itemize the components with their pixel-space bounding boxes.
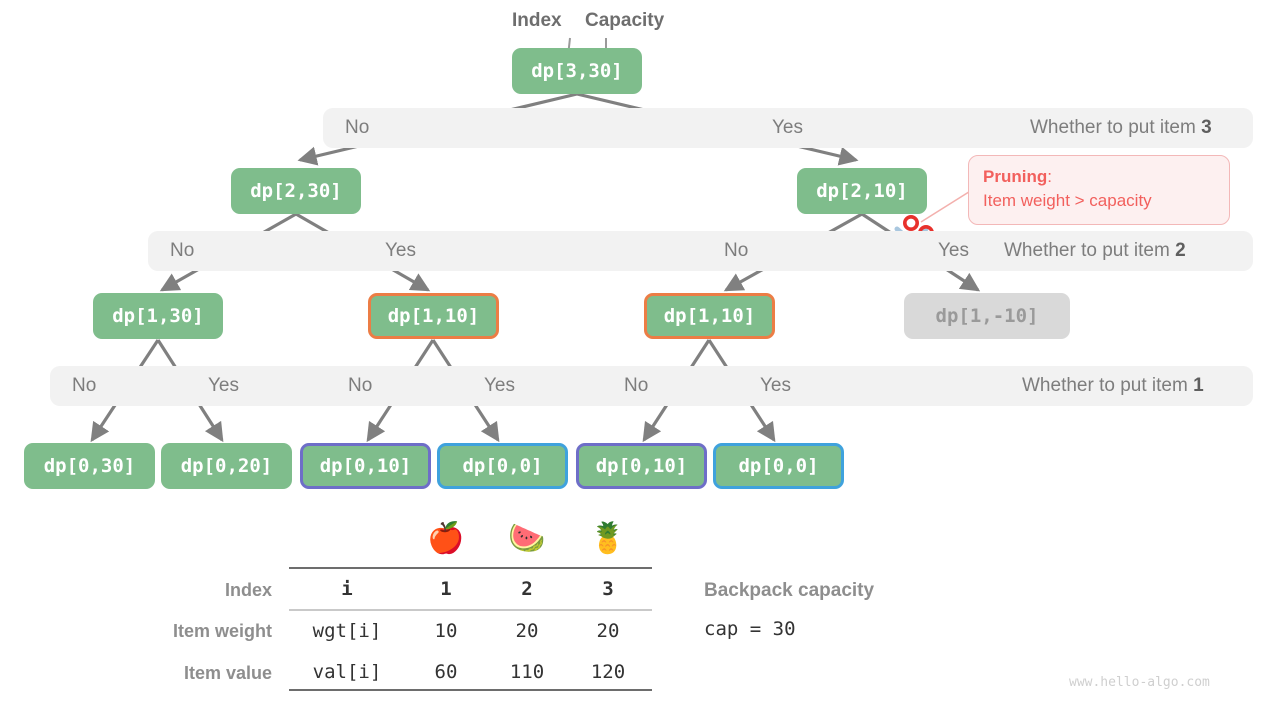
- level-title-prefix-2: Whether to put item: [1004, 240, 1176, 261]
- table-weight-2: 20: [515, 620, 539, 642]
- node-dp-0-30[interactable]: dp[0,30]: [24, 443, 155, 489]
- table-value-3: 120: [590, 661, 626, 683]
- table-col-2: 2: [521, 578, 533, 600]
- level-title-item3: Whether to put item 3: [1030, 108, 1212, 148]
- node-dp-0-10-a[interactable]: dp[0,10]: [300, 443, 431, 489]
- pruning-heading: Pruning:: [983, 165, 1215, 189]
- node-dp-1-30[interactable]: dp[1,30]: [93, 293, 223, 339]
- table-key-i: i: [341, 578, 353, 600]
- pruning-text: Item weight > capacity: [983, 191, 1152, 210]
- node-dp-2-30[interactable]: dp[2,30]: [231, 168, 361, 214]
- table-rule-top: [289, 567, 652, 569]
- branch-label-l2a-yes: Yes: [385, 240, 416, 261]
- table-rule-middle: [289, 609, 652, 611]
- node-dp-0-0-b[interactable]: dp[0,0]: [713, 443, 844, 489]
- table-rule-bottom: [289, 689, 652, 691]
- level-bar-item2: [148, 231, 1253, 271]
- branch-label-l1c-yes: Yes: [760, 375, 791, 396]
- node-dp-0-20[interactable]: dp[0,20]: [161, 443, 292, 489]
- table-value-1: 60: [434, 661, 458, 683]
- level-title-prefix-3: Whether to put item: [1030, 117, 1202, 138]
- pruning-heading-text: Pruning: [983, 167, 1048, 186]
- capacity-annotation: Capacity: [585, 10, 665, 31]
- watermelon-icon: 🍉: [508, 522, 546, 555]
- branch-label-l1a-yes: Yes: [208, 375, 239, 396]
- level-title-num-2: 2: [1175, 240, 1186, 261]
- branch-label-l2b-no: No: [724, 240, 749, 261]
- node-dp-0-0-a[interactable]: dp[0,0]: [437, 443, 568, 489]
- table-weight-3: 20: [596, 620, 620, 642]
- level-title-item1: Whether to put item 1: [1022, 366, 1204, 406]
- branch-label-l3-no: No: [345, 117, 370, 138]
- branch-label-l1a-no: No: [72, 375, 97, 396]
- apple-icon: 🍎: [427, 522, 465, 555]
- backpack-capacity-title: Backpack capacity: [704, 580, 875, 601]
- level-title-prefix-1: Whether to put item: [1022, 375, 1194, 396]
- node-dp-0-10-b[interactable]: dp[0,10]: [576, 443, 707, 489]
- table-col-1: 1: [440, 578, 452, 600]
- table-value-2: 110: [509, 661, 545, 683]
- table-col-3: 3: [602, 578, 614, 600]
- table-key-wgt: wgt[i]: [312, 620, 382, 642]
- pruning-callout: Pruning: Item weight > capacity: [968, 155, 1230, 225]
- table-weight-1: 10: [434, 620, 458, 642]
- watermark: www.hello-algo.com: [1069, 675, 1210, 690]
- row-header-item-value: Item value: [183, 663, 272, 683]
- level-title-item2: Whether to put item 2: [1004, 231, 1186, 271]
- node-dp-1-neg10: dp[1,-10]: [904, 293, 1070, 339]
- table-key-val: val[i]: [312, 661, 382, 683]
- level-title-num-3: 3: [1201, 117, 1212, 138]
- row-header-index: Index: [224, 580, 272, 600]
- pruning-heading-colon: :: [1047, 167, 1052, 186]
- branch-label-l1b-no: No: [348, 375, 373, 396]
- level-title-num-1: 1: [1193, 375, 1204, 396]
- backpack-capacity-value: cap = 30: [704, 618, 796, 640]
- branch-label-l1c-no: No: [624, 375, 649, 396]
- branch-label-l1b-yes: Yes: [484, 375, 515, 396]
- index-annotation: Index: [512, 10, 562, 31]
- branch-label-l2b-yes: Yes: [938, 240, 969, 261]
- node-dp-1-10-b[interactable]: dp[1,10]: [644, 293, 775, 339]
- branch-label-l2a-no: No: [170, 240, 195, 261]
- node-dp-3-30[interactable]: dp[3,30]: [512, 48, 642, 94]
- pineapple-icon: 🍍: [589, 522, 627, 555]
- branch-label-l3-yes: Yes: [772, 117, 803, 138]
- node-dp-1-10-a[interactable]: dp[1,10]: [368, 293, 499, 339]
- level-bar-item1: [50, 366, 1253, 406]
- node-dp-2-10[interactable]: dp[2,10]: [797, 168, 927, 214]
- level-bar-item3: [323, 108, 1253, 148]
- row-header-item-weight: Item weight: [172, 621, 272, 641]
